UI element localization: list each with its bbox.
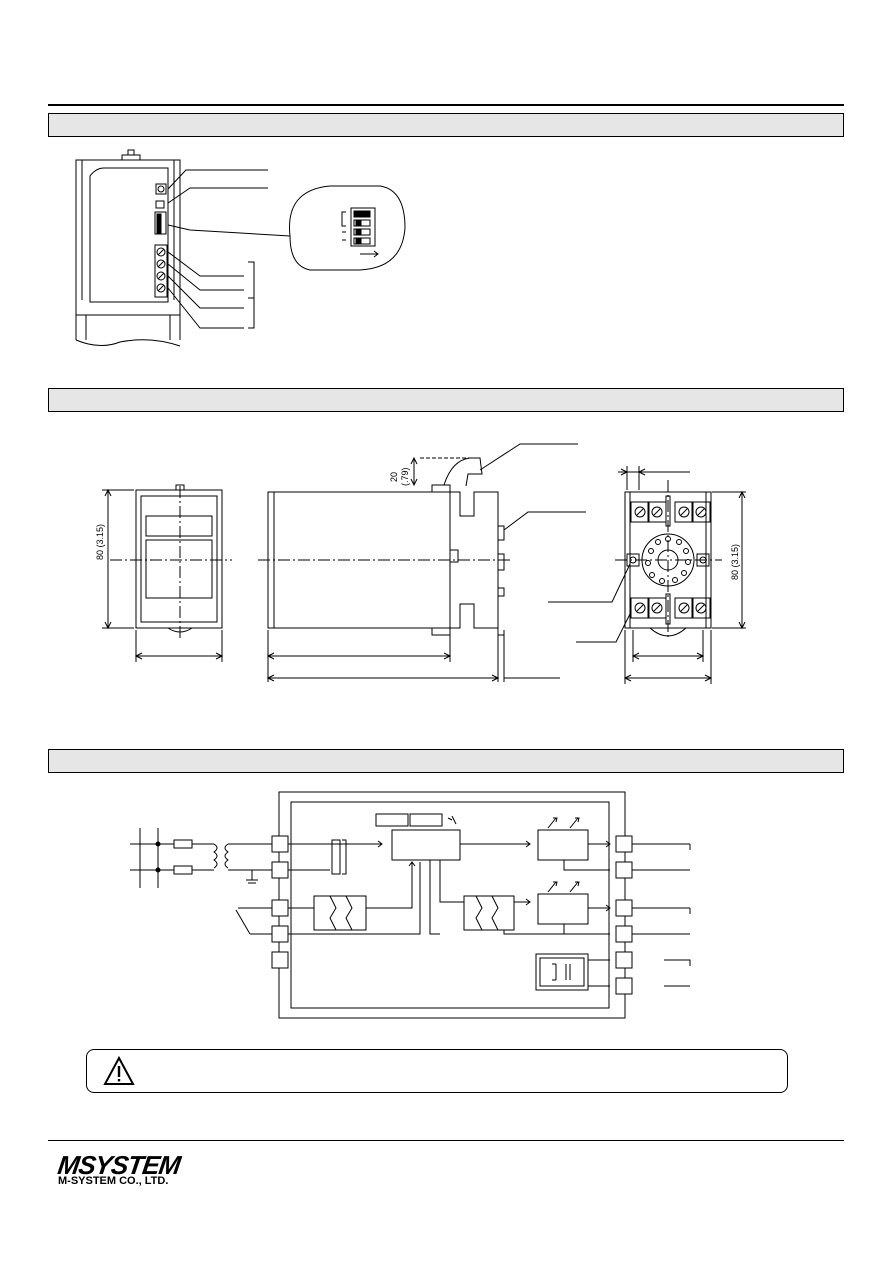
socket-height-label: 80 (3.15) [730,543,740,580]
section-bar-front-view [48,113,844,137]
footer-rule [48,1140,844,1141]
company-name: M-SYSTEM CO., LTD. [58,1175,169,1187]
clearance-height-inch-label: (.79) [400,467,410,486]
caution-box [86,1049,788,1093]
section-bar-dimensions [48,388,844,412]
block-diagram [130,791,691,1019]
warning-icon [103,1056,135,1085]
front-height-label: 80 (3.15) [95,523,105,560]
front-view-drawing [75,149,406,347]
dimension-drawing [102,443,746,684]
header-rule [48,104,844,106]
section-bar-block-diagram [48,749,844,773]
